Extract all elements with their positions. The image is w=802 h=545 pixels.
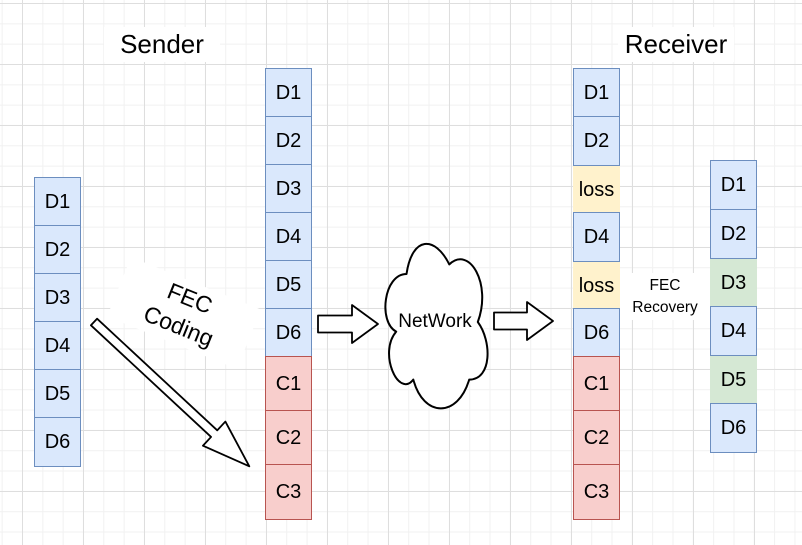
packet-cell-d6[interactable]: D6	[573, 308, 620, 358]
packet-cell-d6[interactable]: D6	[710, 402, 757, 453]
packet-cell-c1[interactable]: C1	[265, 356, 312, 412]
network-cloud[interactable]	[384, 243, 489, 410]
packet-cell-d2[interactable]: D2	[573, 116, 620, 166]
packet-cell-d4[interactable]: D4	[710, 305, 757, 356]
fec-recovery-line2: Recovery	[632, 298, 698, 316]
packet-cell-d3[interactable]: D3	[710, 258, 757, 307]
fec-recovery-label[interactable]: FEC Recovery	[620, 273, 710, 321]
packet-cell-d1[interactable]: D1	[34, 177, 81, 227]
network-label: NetWork	[398, 311, 472, 332]
to-network-arrow[interactable]	[317, 304, 379, 344]
fec-coding-arrow[interactable]	[83, 310, 261, 478]
packet-cell-d6[interactable]: D6	[34, 417, 81, 467]
packet-cell-d5[interactable]: D5	[265, 260, 312, 310]
fec-recovery-line1: FEC	[649, 277, 681, 294]
packet-cell-d4[interactable]: D4	[34, 321, 81, 371]
from-network-arrow[interactable]	[493, 301, 554, 341]
packet-cell-d3[interactable]: D3	[34, 273, 81, 323]
packet-cell-d6[interactable]: D6	[265, 308, 312, 358]
packet-cell-d4[interactable]: D4	[573, 212, 620, 262]
packet-cell-d2[interactable]: D2	[34, 225, 81, 275]
packet-cell-c3[interactable]: C3	[265, 464, 312, 520]
packet-cell-d1[interactable]: D1	[265, 68, 312, 118]
packet-cell-c2[interactable]: C2	[573, 410, 620, 466]
packet-cell-d2[interactable]: D2	[265, 116, 312, 166]
packet-cell-d2[interactable]: D2	[710, 208, 757, 259]
packet-cell-c1[interactable]: C1	[573, 356, 620, 412]
sender-label[interactable]: Sender	[104, 27, 220, 62]
packet-cell-d1[interactable]: D1	[573, 68, 620, 118]
packet-cell-d4[interactable]: D4	[265, 212, 312, 262]
packet-cell-d5[interactable]: D5	[34, 369, 81, 419]
packet-cell-loss[interactable]: loss	[573, 165, 620, 214]
packet-cell-d1[interactable]: D1	[710, 160, 757, 210]
packet-cell-d3[interactable]: D3	[265, 164, 312, 214]
packet-cell-c3[interactable]: C3	[573, 464, 620, 520]
receiver-label[interactable]: Receiver	[618, 27, 734, 62]
packet-cell-d5[interactable]: D5	[710, 355, 757, 404]
packet-cell-c2[interactable]: C2	[265, 410, 312, 466]
packet-cell-loss[interactable]: loss	[573, 261, 620, 310]
